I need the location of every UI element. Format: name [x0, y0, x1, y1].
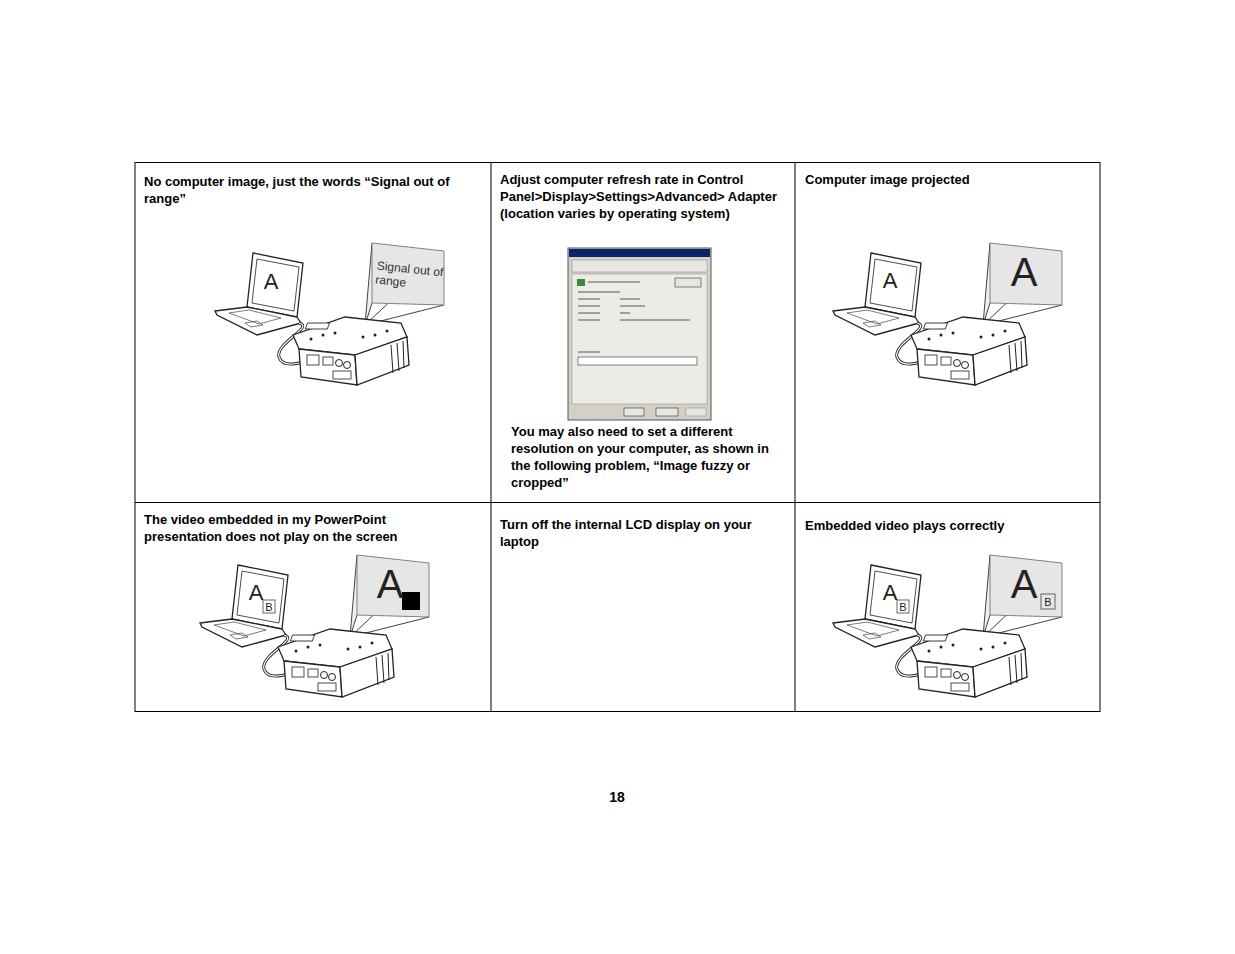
table-cell: Embedded video plays correctly — [805, 517, 1090, 534]
laptop-letter: A — [249, 582, 264, 604]
table-cell: The video embedded in my PowerPoint pres… — [144, 511, 464, 545]
laptop-letter: B — [899, 602, 906, 613]
screen-letter: B — [1044, 597, 1051, 608]
laptop-letter: A — [883, 582, 898, 604]
table-cell: Computer image projected — [805, 171, 1090, 188]
table-note: You may also need to set a different res… — [511, 423, 776, 491]
laptop-letter: B — [265, 602, 272, 613]
screen-letter: A — [377, 564, 404, 604]
screen-letter: A — [1011, 564, 1038, 604]
table-cell: Turn off the internal LCD display on you… — [500, 516, 785, 550]
screen-letter: A — [1011, 252, 1038, 292]
table-cell: Adjust computer refresh rate in Control … — [500, 171, 785, 222]
laptop-letter: A — [883, 270, 898, 292]
laptop-letter: A — [264, 271, 279, 293]
table-cell: No computer image, just the words “Signa… — [144, 173, 479, 207]
page-number: 18 — [609, 788, 625, 806]
